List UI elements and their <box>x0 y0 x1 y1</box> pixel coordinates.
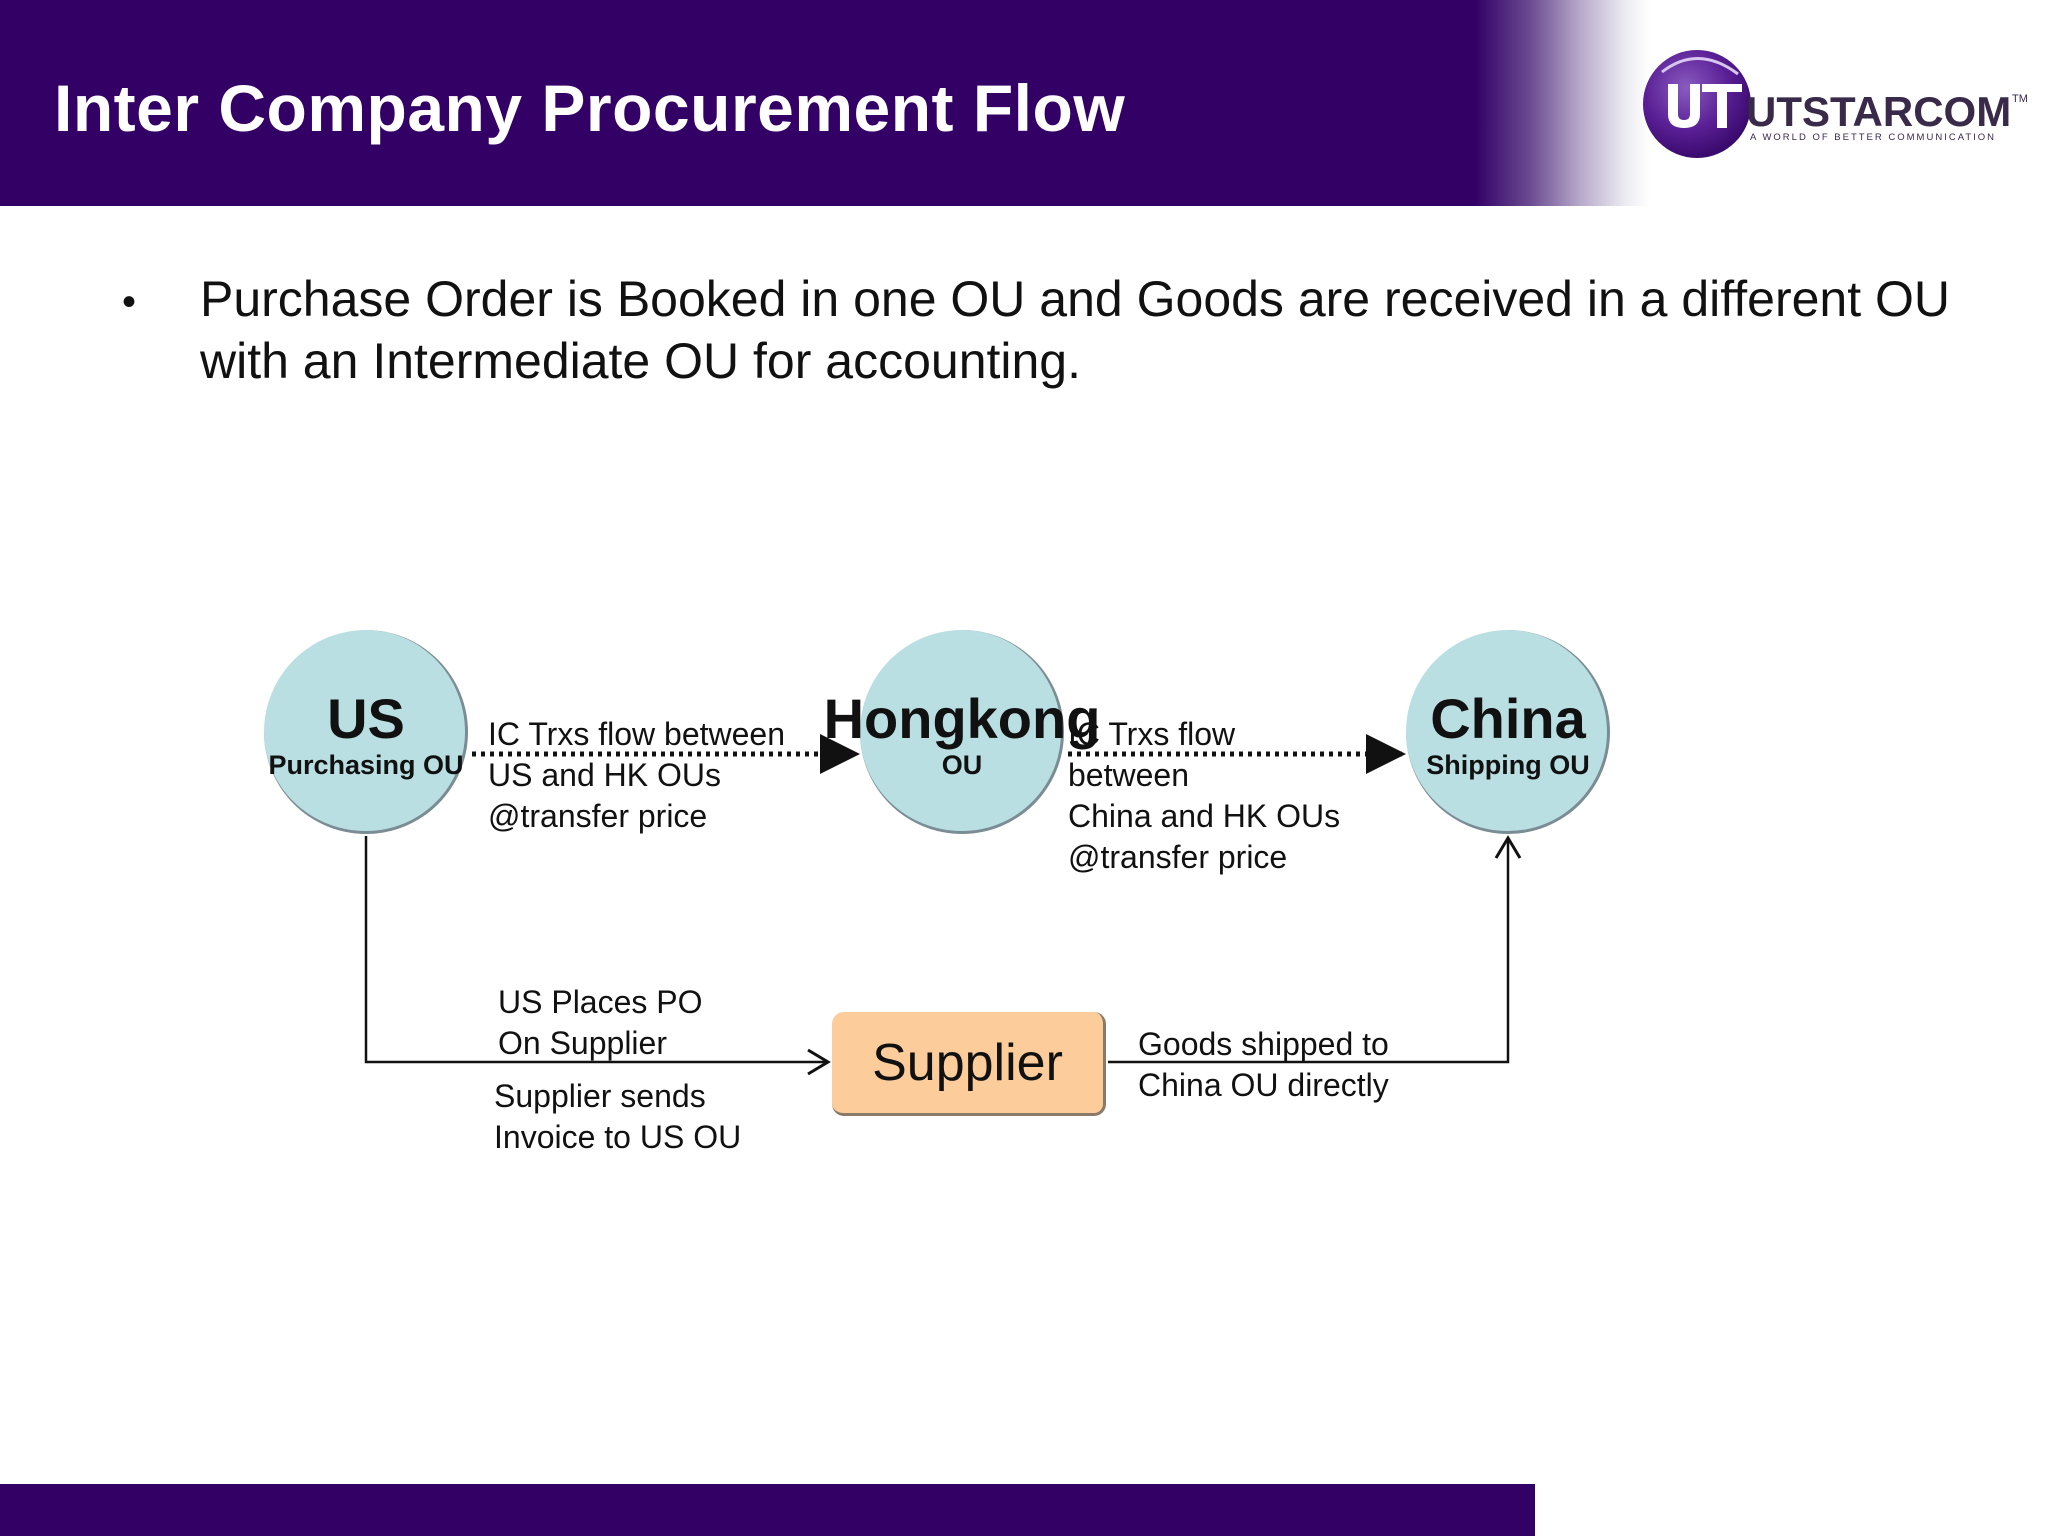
bullet-text: Purchase Order is Booked in one OU and G… <box>200 271 1951 389</box>
node-hongkong <box>860 630 1064 834</box>
logo-brand-text: UTSTARCOM <box>1746 88 2011 135</box>
us-to-supplier-connector <box>364 836 826 1064</box>
node-us <box>264 630 468 834</box>
label-goods-shipped: Goods shipped to China OU directly <box>1138 1026 1389 1103</box>
node-supplier: Supplier <box>832 1012 1106 1116</box>
utstarcom-logo: UTSTARCOM TM A WORLD OF BETTER COMMUNICA… <box>1643 50 2028 158</box>
footer-bar <box>0 1484 1535 1536</box>
logo-tagline: A WORLD OF BETTER COMMUNICATION <box>1750 132 1996 143</box>
label-us-hk-flow: IC Trxs flow between US and HK OUs @tran… <box>488 716 785 834</box>
label-hk-china-flow: IC Trxs flow between China and HK OUs @t… <box>1068 716 1341 875</box>
node-china-sub: Shipping OU <box>1426 750 1590 780</box>
header-band: Inter Company Procurement Flow UTSTARCOM… <box>0 0 2048 206</box>
node-us-sub: Purchasing OU <box>268 750 464 780</box>
svg-text:TM: TM <box>2012 93 2028 105</box>
node-us-name: US <box>327 687 405 750</box>
node-china-name: China <box>1430 687 1586 750</box>
node-supplier-name: Supplier <box>872 1033 1063 1092</box>
node-hongkong-sub: OU <box>941 750 983 780</box>
bullet-marker: • <box>122 280 137 324</box>
china-open-arrowhead <box>1494 835 1522 859</box>
supplier-to-china-connector <box>1108 840 1510 1064</box>
node-hongkong-name: Hongkong <box>823 687 1101 750</box>
supplier-open-arrowhead <box>807 1048 831 1076</box>
node-china <box>1406 630 1610 834</box>
slide-title: Inter Company Procurement Flow <box>54 71 1126 145</box>
label-supplier-invoice: Supplier sends Invoice to US OU <box>494 1078 742 1155</box>
label-us-places-po: US Places PO On Supplier <box>498 984 703 1061</box>
